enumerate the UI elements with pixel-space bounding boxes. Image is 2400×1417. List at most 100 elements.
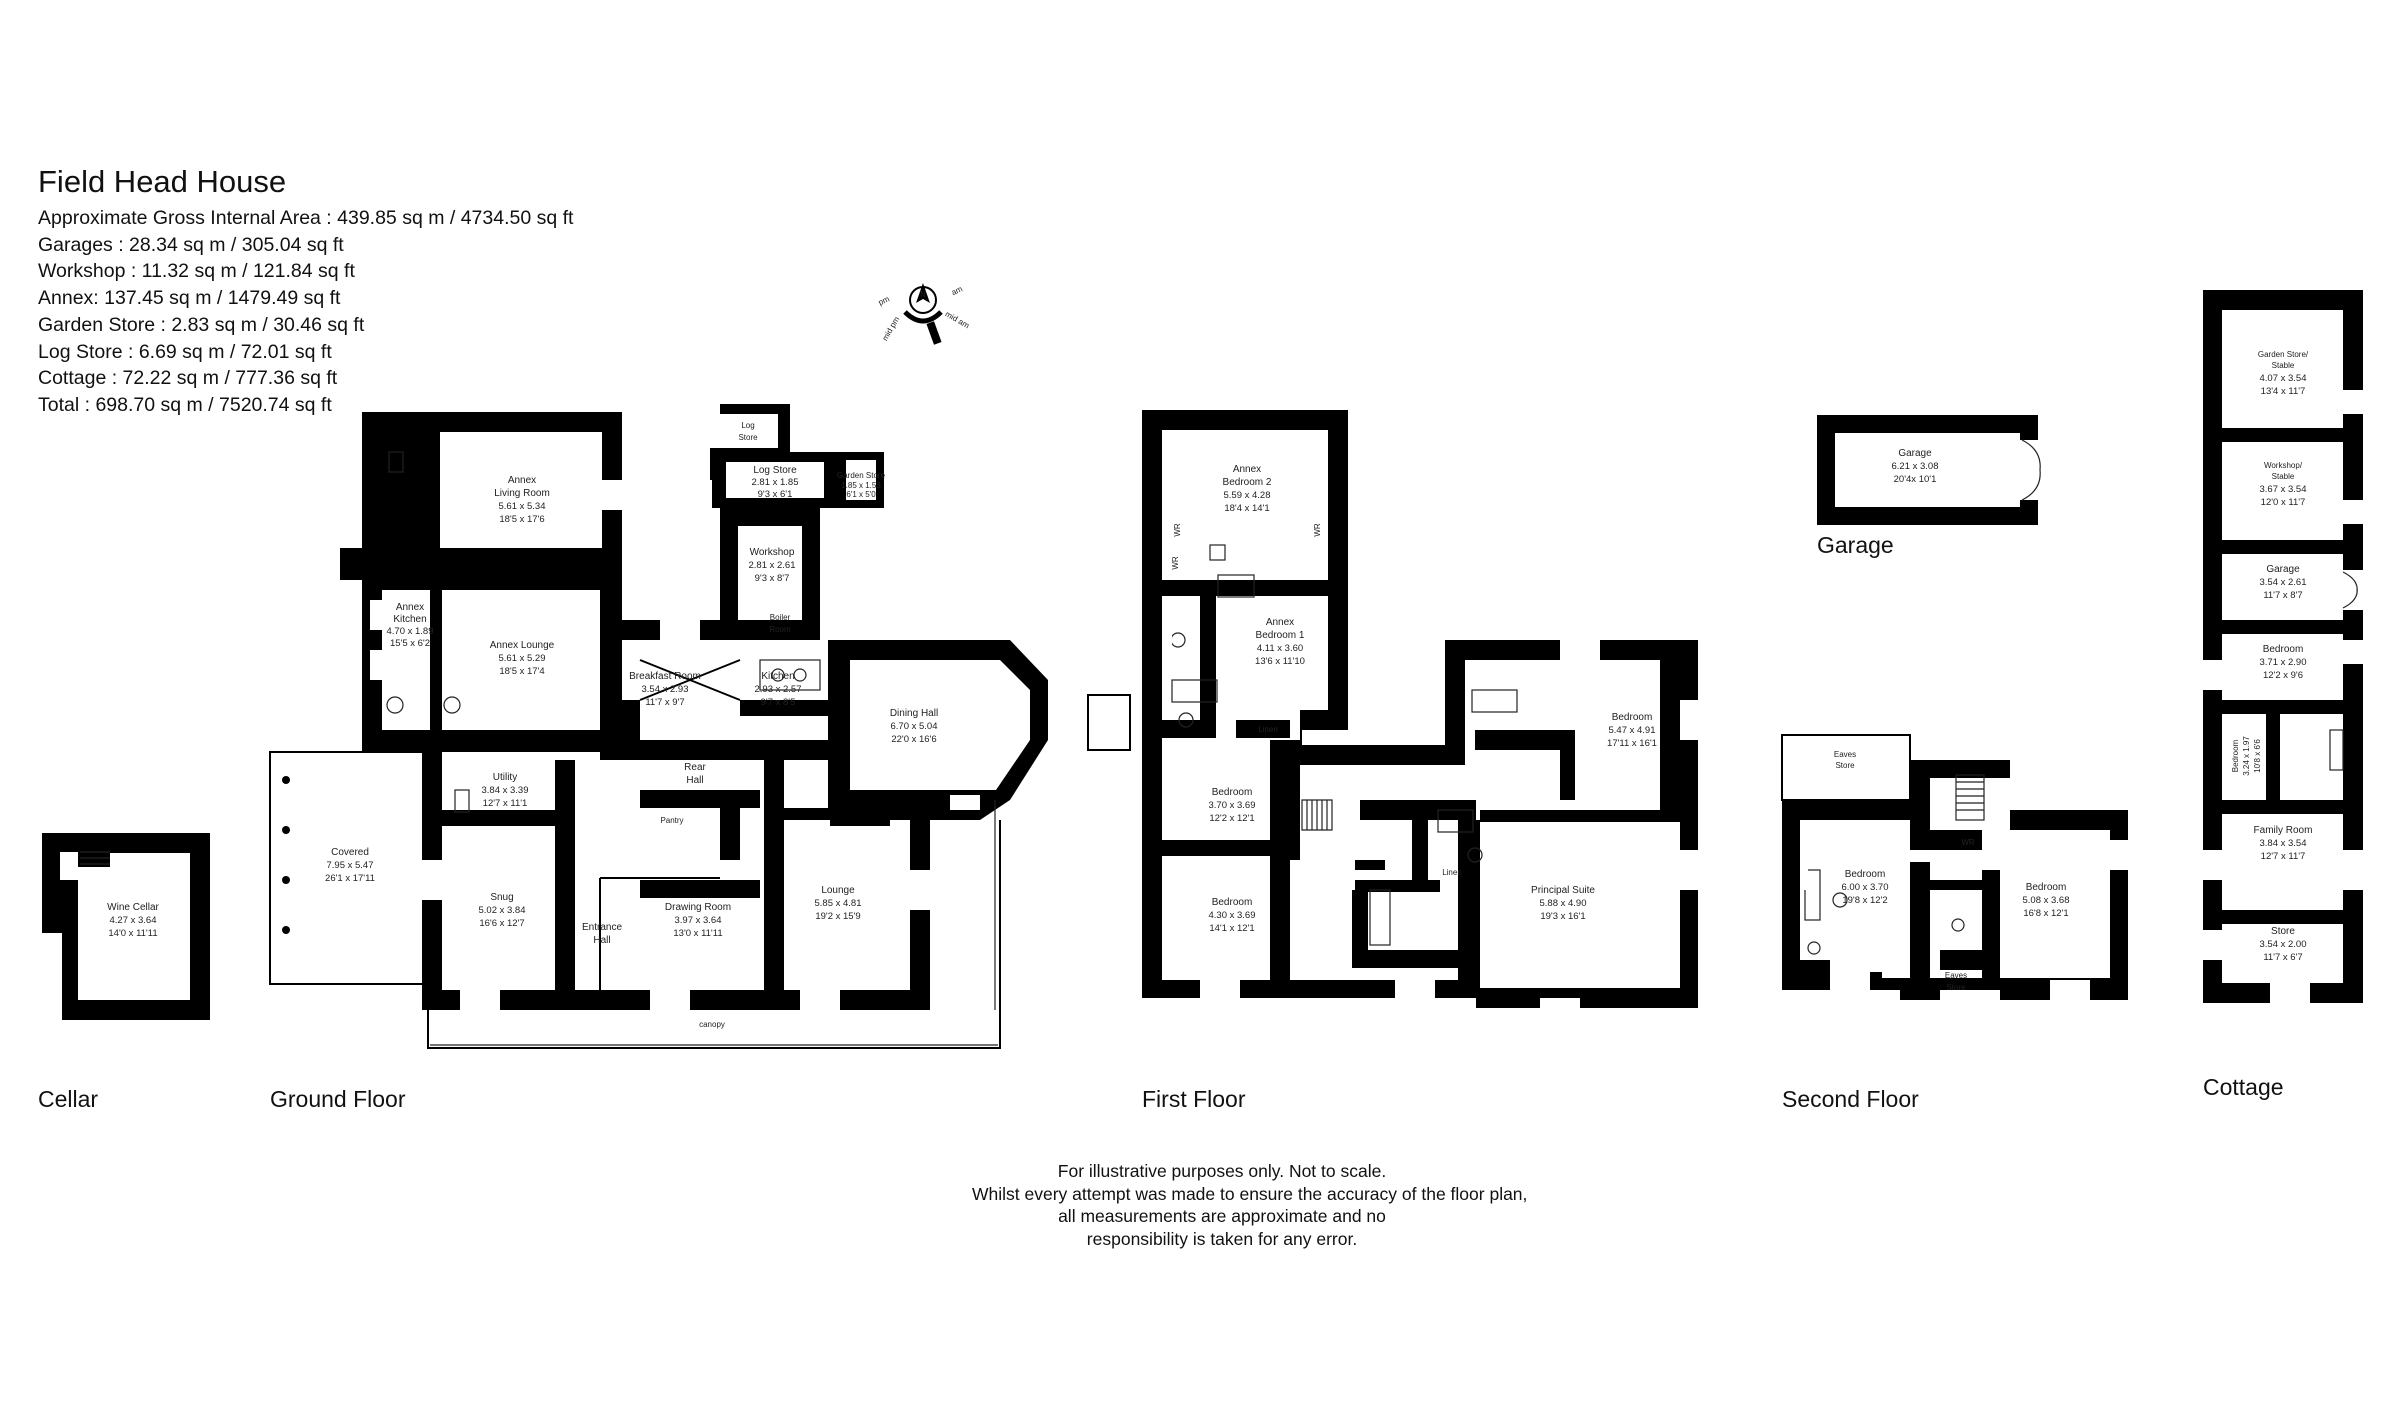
covered-ft: 26'1 x 17'11 bbox=[325, 873, 375, 884]
area-log-store: Log Store : 6.69 sq m / 72.01 sq ft bbox=[38, 340, 332, 363]
sf-bed-b-name: Bedroom bbox=[2026, 882, 2067, 893]
annex-kitchen-m: 4.70 x 1.89 bbox=[386, 626, 433, 637]
ff-annex-bed1-m: 4.11 x 3.60 bbox=[1257, 643, 1303, 654]
garage-plan: Garage 6.21 x 3.08 20'4x 10'1 bbox=[1817, 415, 2041, 525]
ff-bed-a-ft: 12'2 x 12'1 bbox=[1209, 813, 1254, 824]
ground-floor-plan: Covered 7.95 x 5.47 26'1 x 17'11 bbox=[269, 404, 1048, 1049]
cot-garage-name: Garage bbox=[2266, 564, 2300, 575]
disclaimer: For illustrative purposes only. Not to s… bbox=[972, 1160, 1527, 1250]
cot-bed-small-name: Bedroom bbox=[2231, 739, 2240, 772]
utility-name: Utility bbox=[493, 772, 517, 783]
dining-ft: 22'0 x 16'6 bbox=[891, 734, 936, 745]
area-workshop: Workshop : 11.32 sq m / 121.84 sq ft bbox=[38, 260, 355, 283]
workshop-name: Workshop bbox=[750, 547, 795, 558]
floor-label-second: Second Floor bbox=[1782, 1086, 1919, 1112]
pantry-name: Pantry bbox=[660, 816, 683, 825]
ff-annex-bed2-name1: Annex bbox=[1233, 464, 1261, 475]
garage-name: Garage bbox=[1898, 448, 1932, 459]
cot-bed-m: 3.71 x 2.90 bbox=[2259, 657, 2306, 668]
annex-kitchen-name1: Annex bbox=[396, 602, 424, 613]
ff-annex-bed1-ft: 13'6 x 11'10 bbox=[1255, 656, 1305, 667]
boiler-name1: Boiler bbox=[770, 613, 791, 622]
disclaimer-line-3: all measurements are approximate and no bbox=[1058, 1206, 1386, 1226]
floor-label-cottage: Cottage bbox=[2203, 1074, 2284, 1100]
sf-eaves-name2-b: Store bbox=[1946, 983, 1966, 992]
disclaimer-line-2: Whilst every attempt was made to ensure … bbox=[972, 1183, 1528, 1204]
area-garden-store: Garden Store : 2.83 sq m / 30.46 sq ft bbox=[38, 313, 365, 336]
floor-label-ground: Ground Floor bbox=[270, 1086, 406, 1112]
drawing-m: 3.97 x 3.64 bbox=[674, 915, 721, 926]
drawing-ft: 13'0 x 11'11 bbox=[673, 928, 722, 939]
sf-bed-a-name: Bedroom bbox=[1845, 869, 1886, 880]
ff-annex-bed2-ft: 18'4 x 14'1 bbox=[1224, 503, 1269, 514]
property-title: Field Head House bbox=[38, 164, 287, 199]
snug-m: 5.02 x 3.84 bbox=[478, 905, 525, 916]
ff-annex-bed2-name2: Bedroom 2 bbox=[1223, 477, 1272, 488]
snug-ft: 16'6 x 12'7 bbox=[479, 918, 524, 929]
utility-ft: 12'7 x 11'1 bbox=[483, 798, 528, 809]
cot-store-ft: 11'7 x 6'7 bbox=[2263, 952, 2302, 963]
ff-wr-b: WR bbox=[1313, 523, 1322, 537]
cot-garden-name1: Garden Store/ bbox=[2258, 350, 2309, 359]
boiler-name2: Room bbox=[769, 625, 791, 634]
rear-hall-name1: Rear bbox=[684, 762, 706, 773]
ff-linen-b: Linen bbox=[1442, 868, 1462, 877]
lounge-name: Lounge bbox=[821, 885, 855, 896]
compass-mid-am: mid am bbox=[944, 309, 972, 330]
covered-name: Covered bbox=[331, 847, 369, 858]
cot-workshop-name1: Workshop/ bbox=[2264, 461, 2303, 470]
annex-living-ft: 18'5 x 17'6 bbox=[499, 514, 544, 525]
ff-wr-c: WR bbox=[1171, 556, 1180, 570]
area-total: Total : 698.70 sq m / 7520.74 sq ft bbox=[38, 393, 332, 416]
utility-m: 3.84 x 3.39 bbox=[481, 785, 528, 796]
ff-principal-name: Principal Suite bbox=[1531, 885, 1595, 896]
ff-wr-a: WR bbox=[1173, 523, 1182, 537]
garden-store-ft: 6'1 x 5'0 bbox=[846, 490, 876, 499]
lounge-m: 5.85 x 4.81 bbox=[814, 898, 861, 909]
cot-garden-ft: 13'4 x 11'7 bbox=[2261, 386, 2306, 397]
dining-name: Dining Hall bbox=[890, 708, 938, 719]
ff-principal-m: 5.88 x 4.90 bbox=[1539, 898, 1586, 909]
compass-north: N bbox=[920, 290, 926, 299]
sf-bed-b-m: 5.08 x 3.68 bbox=[2022, 895, 2069, 906]
ff-bed-a-m: 3.70 x 3.69 bbox=[1208, 800, 1255, 811]
cot-bed-small-ft: 10'8 x 6'6 bbox=[2253, 739, 2262, 773]
disclaimer-line-4: responsibility is taken for any error. bbox=[1086, 1228, 1358, 1249]
garden-store-name: Garden Store bbox=[837, 471, 886, 480]
cot-family-ft: 12'7 x 11'7 bbox=[2261, 851, 2306, 862]
covered-m: 7.95 x 5.47 bbox=[326, 860, 373, 871]
log-store-ft: 9'3 x 6'1 bbox=[758, 489, 793, 500]
disclaimer-line-1: For illustrative purposes only. Not to s… bbox=[1057, 1161, 1387, 1181]
annex-kitchen-ft: 15'5 x 6'2 bbox=[390, 638, 430, 649]
ff-bed-c-ft: 17'11 x 16'1 bbox=[1607, 738, 1657, 749]
breakfast-m: 3.54 x 2.93 bbox=[641, 684, 688, 695]
entrance-name2: Hall bbox=[593, 935, 610, 946]
cot-store-name: Store bbox=[2271, 926, 2295, 937]
wine-cellar-name: Wine Cellar bbox=[107, 902, 159, 913]
cot-store-m: 3.54 x 2.00 bbox=[2259, 939, 2306, 950]
compass-icon: N am mid am pm mid pm bbox=[877, 283, 971, 345]
cot-garage-m: 3.54 x 2.61 bbox=[2259, 577, 2306, 588]
sf-eaves-name2-a: Store bbox=[1835, 761, 1855, 770]
cot-family-m: 3.84 x 3.54 bbox=[2259, 838, 2306, 849]
wine-cellar-m: 4.27 x 3.64 bbox=[109, 915, 156, 926]
property-header: Field Head House Approximate Gross Inter… bbox=[38, 163, 573, 419]
compass-am: am bbox=[950, 284, 964, 297]
floor-label-cellar: Cellar bbox=[38, 1086, 99, 1112]
compass-mid-pm: mid pm bbox=[880, 315, 901, 343]
sf-bed-a-m: 6.00 x 3.70 bbox=[1841, 882, 1888, 893]
entrance-name1: Entrance bbox=[582, 922, 622, 933]
area-garages: Garages : 28.34 sq m / 305.04 sq ft bbox=[38, 233, 344, 256]
cot-family-name: Family Room bbox=[2254, 825, 2313, 836]
second-floor-plan: Eaves Store Eaves Store WR Bedroom 6.00 … bbox=[1781, 734, 2128, 1000]
garden-store-m: 1.85 x 1.53 bbox=[841, 481, 881, 490]
log-store-small-name2: Store bbox=[738, 433, 758, 442]
cot-garden-m: 4.07 x 3.54 bbox=[2259, 373, 2306, 384]
breakfast-name: Breakfast Room bbox=[629, 671, 701, 682]
sf-wr: WR bbox=[1961, 838, 1975, 847]
cot-bed-ft: 12'2 x 9'6 bbox=[2263, 670, 2303, 681]
cellar-plan: Wine Cellar 4.27 x 3.64 14'0 x 11'11 bbox=[42, 833, 210, 1020]
compass-pm: pm bbox=[877, 294, 891, 307]
floor-label-garage: Garage bbox=[1817, 532, 1894, 558]
log-store-name: Log Store bbox=[753, 465, 797, 476]
